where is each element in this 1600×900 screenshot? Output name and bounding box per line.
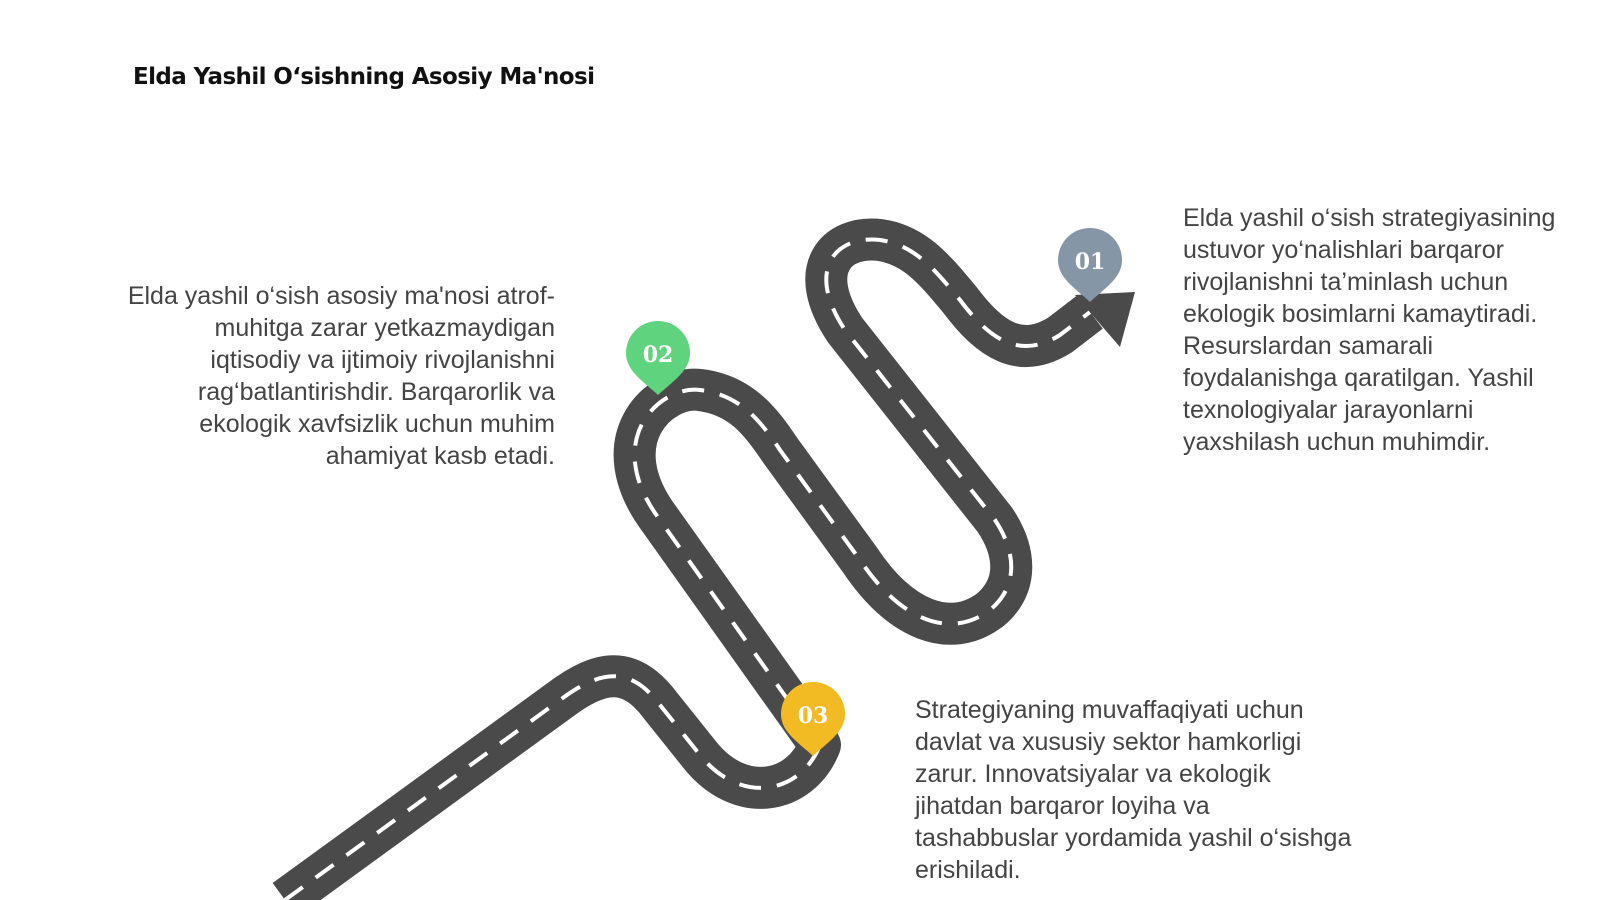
location-pin-icon: [1058, 228, 1122, 302]
pin-02-label: 02: [643, 342, 674, 368]
milestone-pin-02: 02: [626, 321, 690, 395]
location-pin-icon: [626, 321, 690, 395]
road-lane-marking: [283, 237, 1092, 900]
page-title: Elda Yashil O‘sishning Asosiy Ma'nosi: [133, 64, 595, 90]
location-pin-icon: [781, 682, 845, 756]
description-right: Elda yashil o‘sish strategiyasining ustu…: [1183, 204, 1556, 456]
road-arrow-head: [1075, 292, 1135, 347]
milestone-pin-01: 01: [1058, 228, 1122, 302]
milestone-pin-03: 03: [781, 682, 845, 756]
pin-01-label: 01: [1075, 249, 1106, 275]
pin-03-label: 03: [798, 703, 829, 729]
description-left: Elda yashil o‘sish asosiy ma'nosi atrof-…: [127, 282, 555, 470]
winding-road: [272, 218, 1135, 900]
description-bottom: Strategiyaning muvaffaqiyati uchun davla…: [915, 696, 1352, 884]
